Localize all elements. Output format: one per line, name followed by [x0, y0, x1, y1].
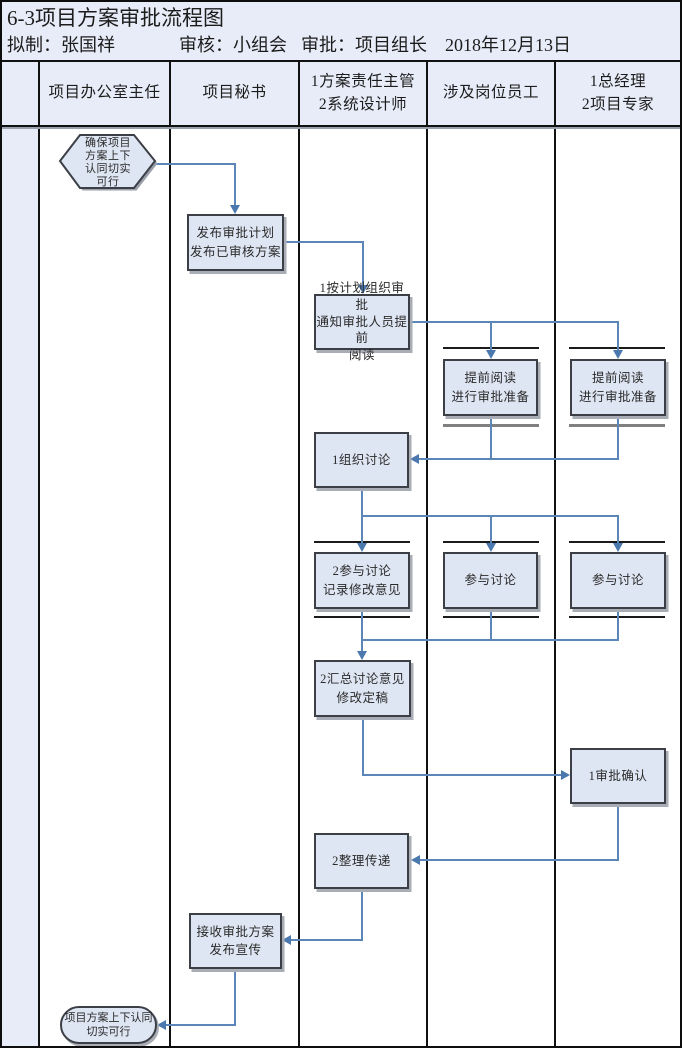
meta-date: 2018年12月13日	[445, 35, 571, 55]
lane-header-gm-experts: 1总经理 2项目专家	[581, 73, 655, 113]
arrowhead	[561, 770, 570, 780]
hexagon-shape-icon	[58, 134, 158, 191]
arrowhead	[358, 285, 368, 294]
connector-segment	[165, 1024, 236, 1026]
arrowhead	[357, 651, 367, 660]
connector-segment	[617, 322, 619, 350]
lane-header-solution-lead-designer: 1方案责任主管 2系统设计师	[310, 73, 416, 113]
discuss-record-box: 2参与讨论 记录修改意见	[314, 552, 410, 609]
organize-review-box: 1按计划组织审批 通知审批人员提前 阅读	[314, 281, 410, 362]
connector-segment	[617, 804, 619, 860]
approve-confirm-box: 1审批确认	[570, 748, 666, 804]
connector-segment	[155, 163, 236, 165]
discuss-expert-box: 参与讨论	[570, 552, 666, 609]
lane-header-project-office-director: 项目办公室主任	[48, 84, 161, 102]
grid-vline-4	[554, 60, 556, 1046]
arrowhead	[230, 205, 240, 214]
preread-expert-box: 提前阅读 进行审批准备	[570, 359, 666, 416]
lane-header-involved-staff: 涉及岗位员工	[442, 84, 539, 102]
connector-segment	[234, 969, 236, 1025]
meta-drafter: 拟制：张国祥	[7, 35, 115, 55]
grid-vline-3	[426, 60, 428, 1046]
connector-segment	[362, 774, 562, 776]
connector-segment	[617, 516, 619, 544]
header-bottom-rule-shadow	[2, 127, 680, 129]
start-condition-label: 确保项目 方案上下 认同切实 可行	[85, 137, 131, 188]
title-block: 6-3项目方案审批流程图 拟制：张国祥 审核：小组会审批：项目组长 2018年12月…	[2, 2, 680, 62]
header-bottom-rule	[2, 125, 680, 127]
receive-publish-box: 接收审批方案 发布宣传	[189, 913, 282, 969]
meta-row: 拟制：张国祥 审核：小组会审批：项目组长 2018年12月13日	[2, 32, 680, 58]
grid-vline-gutter	[38, 60, 40, 1046]
page-title: 6-3项目方案审批流程图	[7, 6, 224, 30]
arrowhead	[357, 543, 367, 552]
meta-reviewer: 审核：小组会	[179, 35, 287, 55]
connector-segment	[290, 939, 363, 941]
grid-vline-1	[169, 60, 171, 1046]
arrowhead	[157, 1020, 166, 1030]
connector-segment	[418, 458, 619, 460]
lane-header-band	[38, 60, 680, 125]
connector-segment	[490, 322, 492, 350]
host-discussion-box: 1组织讨论	[314, 432, 409, 488]
connector-segment	[362, 717, 364, 775]
connector-segment	[490, 609, 492, 641]
connector-segment	[234, 164, 236, 207]
connector-segment	[411, 321, 619, 323]
arrowhead	[486, 543, 496, 552]
connector-segment	[361, 639, 619, 641]
connector-segment	[490, 516, 492, 544]
connector-segment	[419, 859, 619, 861]
preread-staff-box: 提前阅读 进行审批准备	[443, 359, 538, 416]
connector-segment	[361, 889, 363, 940]
meta-approver: 审批：项目组长	[301, 35, 427, 55]
arrowhead	[613, 350, 623, 359]
publish-plan-box: 发布审批计划 发布已审核方案	[187, 214, 284, 271]
connector-segment	[490, 416, 492, 460]
deliver-box: 2整理传递	[314, 833, 409, 889]
connector-segment	[284, 241, 364, 243]
connector-segment	[617, 609, 619, 641]
discuss-staff-box: 参与讨论	[443, 552, 538, 609]
arrowhead	[410, 454, 419, 464]
connector-segment	[362, 242, 364, 287]
end-terminator: 项目方案上下认同 切实可行	[60, 1006, 157, 1044]
connector-segment	[361, 609, 363, 652]
start-condition-hexagon: 确保项目 方案上下 认同切实 可行	[58, 132, 158, 194]
arrowhead	[613, 543, 623, 552]
left-gutter-column	[2, 60, 38, 1046]
grid-vline-2	[298, 60, 300, 1046]
connector-segment	[617, 416, 619, 460]
arrowhead	[282, 935, 291, 945]
arrowhead	[411, 855, 420, 865]
arrowhead	[486, 350, 496, 359]
lane-header-project-secretary: 项目秘书	[202, 84, 267, 102]
summarize-box: 2汇总讨论意见 修改定稿	[314, 660, 411, 717]
